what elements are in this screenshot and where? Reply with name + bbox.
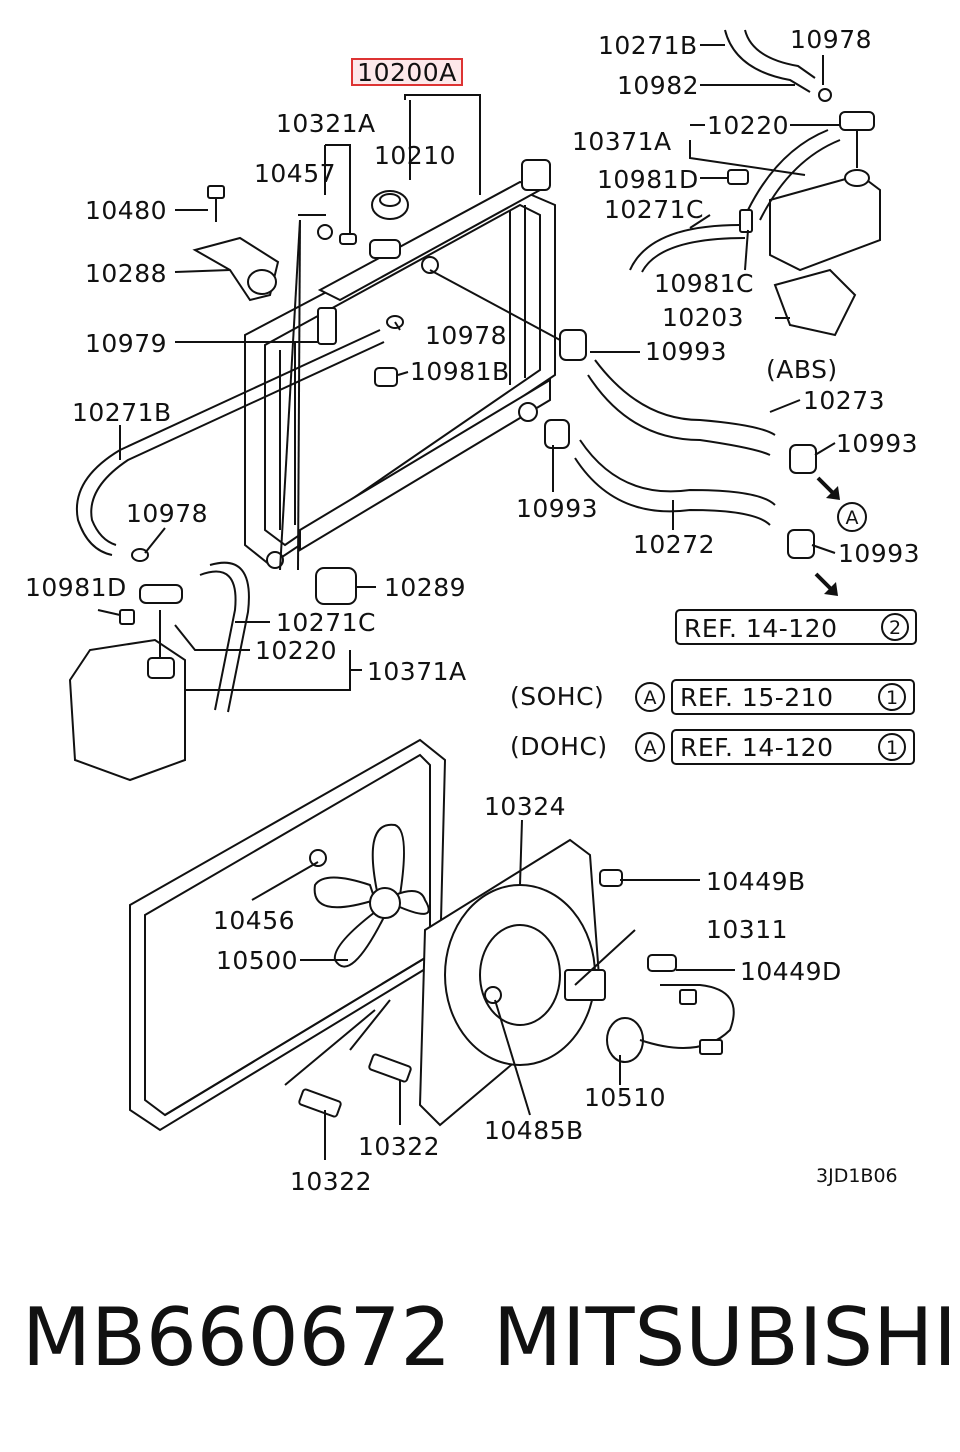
label-10289: 10289 <box>384 573 466 602</box>
label-10271c-mid: 10271C <box>276 608 376 637</box>
highlighted-part-label[interactable]: 10200A <box>357 58 457 87</box>
ref-text-3: REF. 14-120 <box>680 733 833 762</box>
ref-num-1: 2 <box>889 617 901 639</box>
ref-marker-3: A <box>644 737 657 759</box>
hoses-right <box>544 329 817 559</box>
label-10978-left: 10978 <box>126 499 208 528</box>
label-10993-a: 10993 <box>645 337 727 366</box>
label-10321a: 10321A <box>276 109 376 138</box>
label-10981d-top: 10981D <box>597 165 699 194</box>
label-10981b: 10981B <box>410 357 510 386</box>
label-10288: 10288 <box>85 259 167 288</box>
label-10480: 10480 <box>85 196 167 225</box>
label-10271b-top: 10271B <box>598 31 698 60</box>
diagram-code: 3JD1B06 <box>816 1165 898 1187</box>
reference-boxes: REF. 14-120 2 (SOHC) A REF. 15-210 1 (DO… <box>510 609 917 765</box>
label-10510: 10510 <box>584 1083 666 1112</box>
ref-text-2: REF. 15-210 <box>680 683 833 712</box>
label-10220-mid: 10220 <box>255 636 337 665</box>
label-10449b: 10449B <box>706 867 806 896</box>
reservoir-left <box>68 561 357 782</box>
label-10456: 10456 <box>213 906 295 935</box>
label-10457: 10457 <box>254 159 336 188</box>
label-10981c: 10981C <box>654 269 754 298</box>
ref-num-2: 1 <box>886 687 898 709</box>
label-10273: 10273 <box>803 386 885 415</box>
radiator-upper <box>244 159 556 569</box>
label-10311: 10311 <box>706 915 788 944</box>
label-10271b-left: 10271B <box>72 398 172 427</box>
center-hardware <box>317 307 404 387</box>
label-10220-top: 10220 <box>707 111 789 140</box>
label-10449d: 10449D <box>740 957 842 986</box>
label-10322-b: 10322 <box>290 1167 372 1196</box>
ref-num-3: 1 <box>886 737 898 759</box>
label-10271c-top: 10271C <box>604 195 704 224</box>
footer-brand: MITSUBISHI <box>493 1291 957 1384</box>
leader-lines <box>97 44 840 1160</box>
ref-prefix-2: (SOHC) <box>510 682 604 711</box>
label-10979: 10979 <box>85 329 167 358</box>
label-10371a-mid: 10371A <box>367 657 467 686</box>
label-10500: 10500 <box>216 946 298 975</box>
radiator-cap <box>371 190 409 220</box>
label-10978-mid: 10978 <box>425 321 507 350</box>
label-10978-top: 10978 <box>790 25 872 54</box>
mount-bracket <box>192 185 357 302</box>
ref-text-1: REF. 14-120 <box>684 614 837 643</box>
hose-left <box>75 329 385 562</box>
ref-marker-2: A <box>644 687 657 709</box>
label-10485b: 10485B <box>484 1116 584 1145</box>
label-10982: 10982 <box>617 71 699 100</box>
reservoir-top-right <box>629 29 881 337</box>
part-labels: 10271B 10978 10982 10371A 10220 10981D 1… <box>25 25 920 1196</box>
ref-num-circle-2 <box>878 683 906 711</box>
ref-box-3[interactable] <box>671 729 915 765</box>
flow-arrows <box>814 476 867 596</box>
label-10981d-left: 10981D <box>25 573 127 602</box>
highlight-box <box>351 58 463 86</box>
circle-a-label: A <box>846 507 859 529</box>
label-10272: 10272 <box>633 530 715 559</box>
ref-box-2[interactable] <box>671 679 915 715</box>
ref-marker-circle-2 <box>635 682 665 712</box>
ref-marker-circle-3 <box>635 732 665 762</box>
label-abs: (ABS) <box>766 355 838 384</box>
sensors <box>298 1053 412 1118</box>
label-10993-b: 10993 <box>836 429 918 458</box>
label-10324: 10324 <box>484 792 566 821</box>
label-10993-d: 10993 <box>838 539 920 568</box>
label-10993-c: 10993 <box>516 494 598 523</box>
ref-num-circle-1 <box>881 613 909 641</box>
label-10371a-top: 10371A <box>572 127 672 156</box>
ref-box-1[interactable] <box>675 609 917 645</box>
ref-prefix-3: (DOHC) <box>510 732 608 761</box>
footer-part-number: MB660672 <box>22 1291 451 1384</box>
label-10322-a: 10322 <box>358 1132 440 1161</box>
label-10203: 10203 <box>662 303 744 332</box>
fan-shroud <box>418 838 735 1127</box>
label-10210: 10210 <box>374 141 456 170</box>
ref-num-circle-3 <box>878 733 906 761</box>
